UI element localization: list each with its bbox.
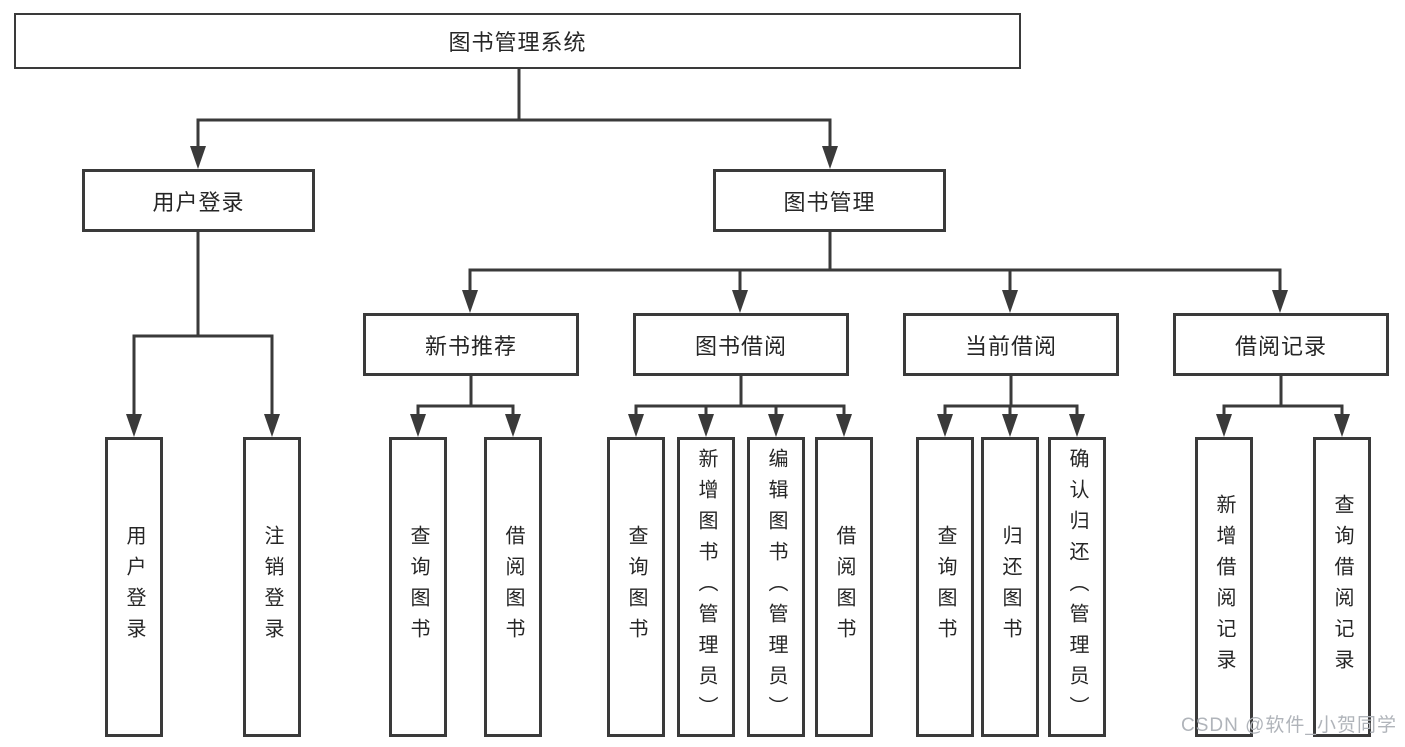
arrow-down-icon (698, 414, 714, 437)
node-book-borrow: 图书借阅 (633, 313, 849, 376)
leaf-query-borrow-record: 查询借阅记录 (1313, 437, 1371, 737)
arrow-down-icon (1272, 290, 1288, 313)
leaf-confirm-return-admin: 确认归还（管理员） (1048, 437, 1106, 737)
node-library-system-label: 图书管理系统 (448, 30, 587, 55)
arrow-down-icon (628, 414, 644, 437)
leaf-query-books-borrow-label: 查询图书 (625, 525, 647, 649)
leaf-user-login: 用户登录 (105, 437, 163, 737)
node-current-borrow: 当前借阅 (903, 313, 1119, 376)
leaf-query-books-recommend-label: 查询图书 (407, 525, 429, 649)
leaf-logout-label: 注销登录 (261, 525, 283, 649)
node-library-system: 图书管理系统 (14, 13, 1021, 69)
arrow-down-icon (937, 414, 953, 437)
node-book-management-label: 图书管理 (783, 189, 876, 215)
leaf-add-borrow-record: 新增借阅记录 (1195, 437, 1253, 737)
node-book-management: 图书管理 (713, 169, 946, 232)
leaf-borrow-books-label: 借阅图书 (833, 525, 855, 649)
leaf-borrow-books: 借阅图书 (815, 437, 873, 737)
arrow-down-icon (1069, 414, 1085, 437)
node-book-borrow-label: 图书借阅 (694, 333, 787, 359)
arrow-down-icon (768, 414, 784, 437)
arrow-down-icon (462, 290, 478, 313)
node-user-login-label: 用户登录 (152, 189, 245, 215)
watermark: CSDN @软件_小贺同学 (1181, 715, 1397, 736)
arrow-down-icon (836, 414, 852, 437)
leaf-query-books-current: 查询图书 (916, 437, 974, 737)
node-borrow-records-label: 借阅记录 (1234, 333, 1327, 359)
leaf-user-login-label: 用户登录 (123, 525, 145, 649)
leaf-add-books-admin-label: 新增图书（管理员） (695, 447, 717, 727)
leaf-add-books-admin: 新增图书（管理员） (677, 437, 735, 737)
node-user-login: 用户登录 (82, 169, 315, 232)
arrow-down-icon (822, 146, 838, 169)
leaf-return-books-label: 归还图书 (999, 525, 1021, 649)
arrow-down-icon (264, 414, 280, 437)
arrow-down-icon (732, 290, 748, 313)
leaf-borrow-books-recommend: 借阅图书 (484, 437, 542, 737)
leaf-confirm-return-admin-label: 确认归还（管理员） (1066, 447, 1088, 727)
arrow-down-icon (126, 414, 142, 437)
arrow-down-icon (410, 414, 426, 437)
leaf-borrow-books-recommend-label: 借阅图书 (502, 525, 524, 649)
leaf-query-borrow-record-label: 查询借阅记录 (1331, 494, 1353, 680)
arrow-down-icon (505, 414, 521, 437)
leaf-query-books-current-label: 查询图书 (934, 525, 956, 649)
leaf-edit-books-admin-label: 编辑图书（管理员） (765, 447, 787, 727)
leaf-query-books-recommend: 查询图书 (389, 437, 447, 737)
arrow-down-icon (1334, 414, 1350, 437)
node-new-book-recommend-label: 新书推荐 (424, 333, 517, 359)
arrow-down-icon (1002, 290, 1018, 313)
leaf-query-books-borrow: 查询图书 (607, 437, 665, 737)
node-new-book-recommend: 新书推荐 (363, 313, 579, 376)
node-borrow-records: 借阅记录 (1173, 313, 1389, 376)
leaf-add-borrow-record-label: 新增借阅记录 (1213, 494, 1235, 680)
arrow-down-icon (190, 146, 206, 169)
leaf-edit-books-admin: 编辑图书（管理员） (747, 437, 805, 737)
leaf-logout: 注销登录 (243, 437, 301, 737)
arrow-down-icon (1002, 414, 1018, 437)
arrow-down-icon (1216, 414, 1232, 437)
leaf-return-books: 归还图书 (981, 437, 1039, 737)
node-current-borrow-label: 当前借阅 (964, 333, 1057, 359)
